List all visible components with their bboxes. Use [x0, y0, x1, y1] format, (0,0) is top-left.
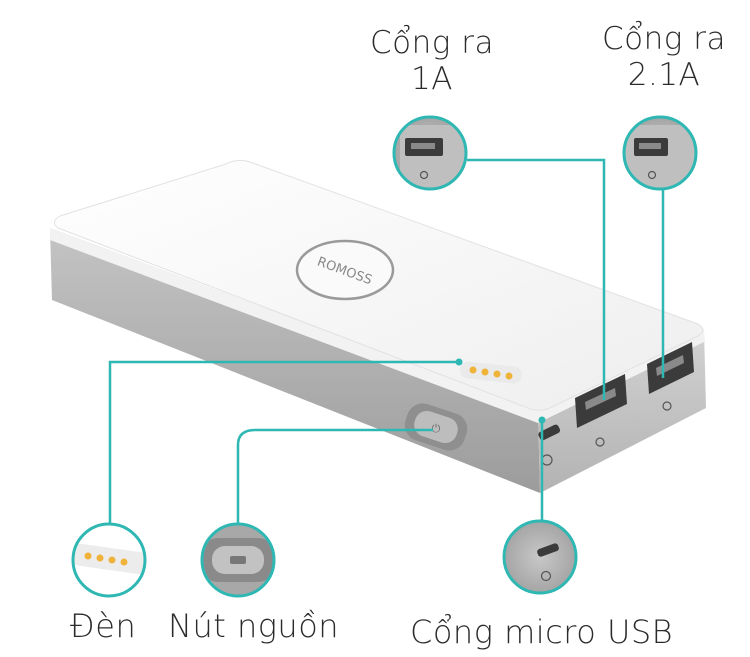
zoom-port-1a [392, 115, 468, 191]
label-led: Đèn [70, 607, 137, 645]
led-indicator [460, 361, 522, 384]
svg-text:⏻: ⏻ [432, 422, 441, 435]
label-port-1a-line1: Cổng ra [370, 25, 494, 61]
zoom-led [71, 522, 147, 598]
brand-logo-ring [295, 239, 395, 301]
power-button: ⏻ [404, 403, 468, 451]
callout-line-led [108, 360, 459, 523]
label-port-2-1a-line1: Cổng ra [602, 21, 726, 57]
zoom-port-2-1a [622, 115, 698, 191]
label-port-2-1a-line2: 2.1A [627, 56, 701, 93]
callout-line-1a [467, 158, 606, 400]
usb-port-1a [575, 374, 627, 447]
label-port-1a-line2: 1A [411, 60, 453, 97]
callout-lines [108, 158, 665, 523]
zoom-power-button [200, 522, 276, 598]
callout-dots [455, 358, 546, 424]
label-port-2-1a: Cổng ra 2.1A [584, 21, 744, 93]
label-power-button: Nút nguồn [168, 607, 340, 645]
label-port-1a: Cổng ra 1A [352, 25, 512, 97]
label-micro-usb: Cổng micro USB [410, 613, 674, 651]
power-bank: ROMOSS ⏻ [50, 159, 706, 493]
callout-line-power [236, 428, 433, 523]
zoom-micro-usb [502, 519, 578, 595]
